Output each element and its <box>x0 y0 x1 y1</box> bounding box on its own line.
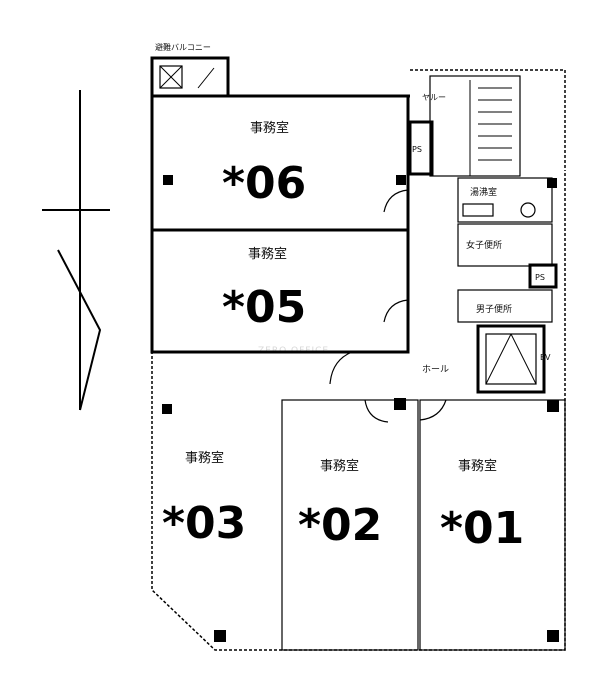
hall: ホール <box>152 96 449 385</box>
womens-wc: 女子便所 <box>457 223 553 267</box>
elevator-label: EV <box>540 353 551 362</box>
stair-core: ヤルー <box>422 75 521 177</box>
unit-03: 事務室 *03 <box>162 404 246 642</box>
hall-label: ホール <box>422 364 449 375</box>
unit-06: 事務室 *06 <box>150 94 410 232</box>
unit-01: 事務室 *01 <box>419 399 566 651</box>
unit-01-type: 事務室 <box>458 458 497 474</box>
north-arrow-icon <box>42 90 110 411</box>
unit-02: 事務室 *02 <box>281 398 419 651</box>
unit-06-type: 事務室 <box>250 120 289 136</box>
unit-05: 事務室 *05 <box>150 228 410 354</box>
unit-02-number: *02 <box>298 500 382 551</box>
stairs-label: ヤルー <box>422 93 446 102</box>
hot-water-room: 湯沸室 <box>457 177 557 223</box>
unit-06-number: *06 <box>222 158 306 209</box>
building-outline <box>151 69 566 651</box>
unit-05-number: *05 <box>222 282 306 333</box>
unit-03-number: *03 <box>162 498 246 549</box>
unit-02-type: 事務室 <box>320 458 359 474</box>
unit-01-number: *01 <box>440 503 524 554</box>
hot-water-label: 湯沸室 <box>470 186 497 198</box>
ps-mid-label: PS <box>535 273 545 282</box>
unit-05-type: 事務室 <box>248 246 287 262</box>
elevator: EV <box>476 324 551 394</box>
ps-mid: PS <box>528 263 558 289</box>
balcony-label: 避難バルコニー <box>155 42 211 52</box>
ps-top: PS <box>408 120 434 176</box>
mens-wc-label: 男子便所 <box>476 303 512 315</box>
balcony: 避難バルコニー <box>150 42 230 98</box>
mens-wc: 男子便所 <box>457 289 553 323</box>
ps-top-label: PS <box>412 145 422 154</box>
unit-03-type: 事務室 <box>185 450 224 466</box>
womens-wc-label: 女子便所 <box>466 239 502 251</box>
